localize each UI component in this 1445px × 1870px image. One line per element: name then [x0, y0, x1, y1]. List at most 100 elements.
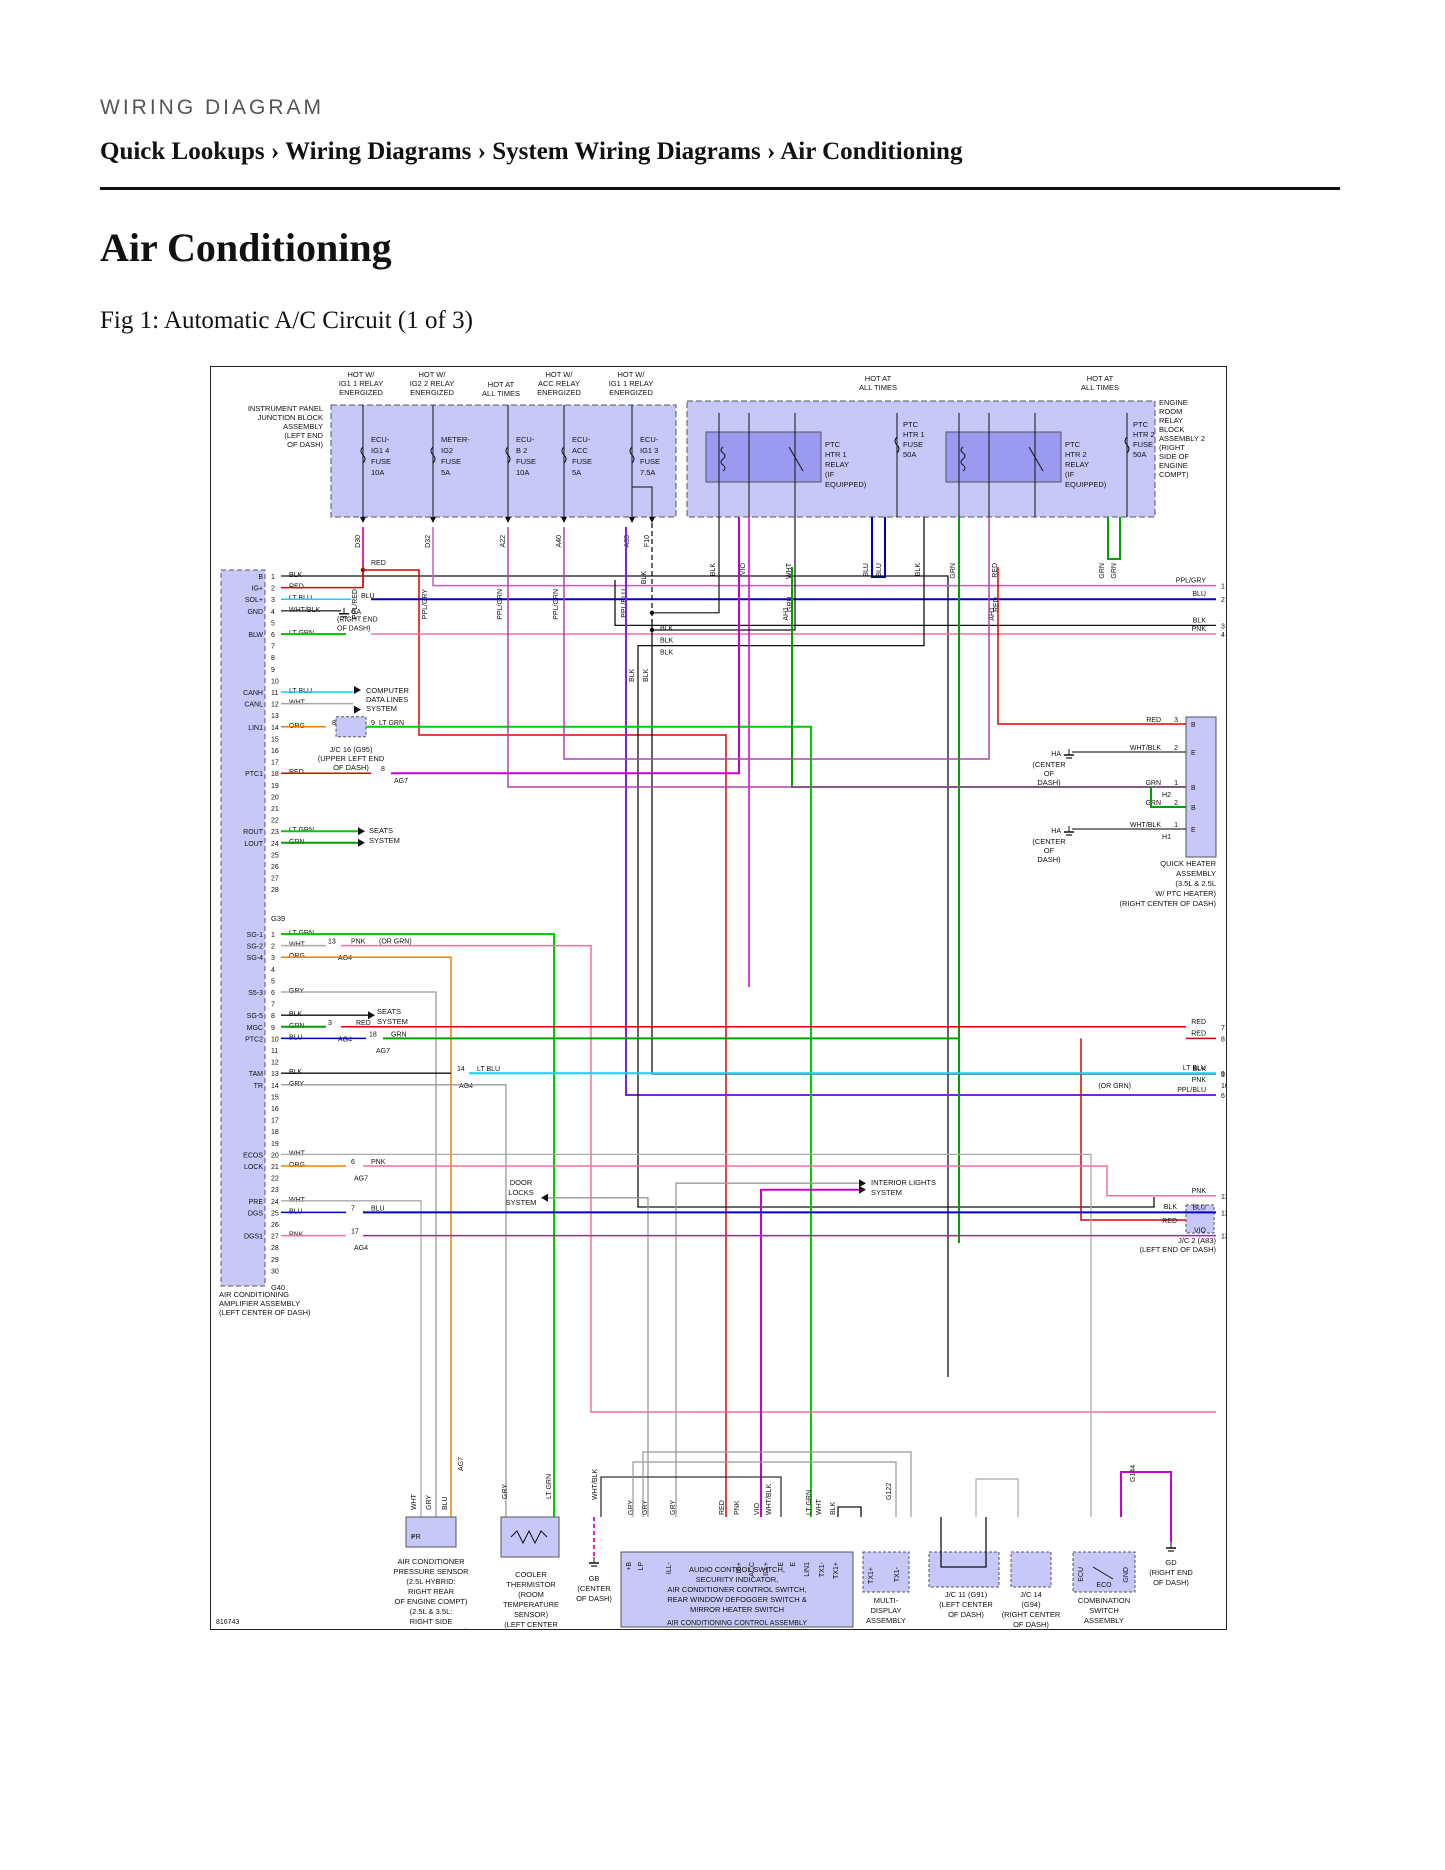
ground-location: (CENTER — [1032, 760, 1066, 769]
amplifier-pin-name: CANL — [244, 702, 263, 709]
amplifier-pin-number: 9 — [271, 1025, 275, 1032]
pin-name: GND — [1123, 1567, 1130, 1583]
amplifier-pin-name: MGC — [247, 1025, 263, 1032]
connector-pin — [629, 517, 635, 523]
breadcrumb-separator: › — [767, 138, 776, 165]
amplifier-pin-number: 3 — [271, 955, 275, 962]
connector-pin — [505, 517, 511, 523]
component-label: (2.5L & 3.5L: — [410, 1607, 453, 1616]
amplifier-pin-number: 29 — [271, 1257, 279, 1264]
wire-note: (OR GRN) — [1098, 1083, 1131, 1090]
arrow-head — [859, 1179, 866, 1188]
relay-label: (IF — [1065, 470, 1075, 479]
connector-pin — [649, 517, 655, 523]
pin-name: B — [1191, 722, 1196, 729]
amplifier-pin-number: 6 — [271, 990, 275, 997]
wire-color-label: RED — [1162, 1218, 1177, 1225]
amplifier-pin-name: TAM — [249, 1071, 263, 1078]
amplifier-pin-number: 21 — [271, 806, 279, 813]
amplifier-pin-number: 8 — [271, 655, 275, 662]
junction-label: (RIGHT CENTER — [1002, 1610, 1061, 1619]
audio-pin-name: ILL+ — [763, 1562, 770, 1576]
breadcrumb-item-wiring-diagrams[interactable]: Wiring Diagrams — [285, 138, 472, 165]
pin-name: ECO — [1096, 1582, 1112, 1589]
wire-color-label: RED — [356, 1020, 371, 1027]
splice-label: AH1 — [989, 607, 996, 621]
wire-blk-relay — [652, 517, 720, 614]
amplifier-pin-number: 10 — [271, 678, 279, 685]
audio-pin-name: IG+ — [736, 1562, 743, 1573]
sensor-pin-name: - — [411, 1534, 414, 1541]
multi-display — [862, 1551, 910, 1593]
breadcrumb-item-system-wiring-diagrams[interactable]: System Wiring Diagrams — [492, 138, 761, 165]
pin-label: A22 — [500, 535, 507, 548]
amplifier-pin-name: LOUT — [244, 841, 263, 848]
wire-color-label: PPL/BLU — [621, 589, 628, 618]
amplifier-label: (LEFT CENTER OF DASH) — [219, 1308, 311, 1317]
amplifier-pin-number: 26 — [271, 864, 279, 871]
system-reference: SEATS — [377, 1007, 401, 1016]
wire-color-label: BLU — [863, 563, 870, 577]
junction-block-label: INSTRUMENT PANEL — [248, 404, 323, 413]
component-label: REAR WINDOW DEFOGGER SWITCH & — [667, 1595, 807, 1604]
pin-label: 17 — [351, 1229, 359, 1236]
relay-label: EQUIPPED) — [825, 480, 867, 489]
fuse-label: HTR 2 — [1133, 430, 1155, 439]
inline-connector: AG7 — [354, 1176, 368, 1183]
component-label: DISPLAY — [870, 1606, 901, 1615]
jc14-junction — [1010, 1551, 1052, 1588]
page-connector-number: 13 — [1221, 1234, 1226, 1241]
amplifier-pin-name: PTC2 — [245, 1036, 263, 1043]
junction-label: J/C 14 — [1020, 1590, 1042, 1599]
pin-label: 14 — [457, 1066, 465, 1073]
fuse-icon — [629, 446, 635, 464]
ground-location: OF — [1044, 846, 1055, 855]
power-source-label: ENERGIZED — [339, 388, 383, 397]
amplifier-pin-number: 1 — [271, 932, 275, 939]
inline-connector: AG7 — [394, 778, 408, 785]
system-reference: SYSTEM — [366, 704, 397, 713]
fuse-label: FUSE — [371, 457, 391, 466]
inline-connector: AG4 — [338, 1036, 352, 1043]
arrow-head — [358, 838, 365, 847]
relay-block-label: (RIGHT — [1159, 443, 1185, 452]
connector-label: G122 — [886, 1483, 893, 1500]
component-label: (LEFT CENTER — [504, 1620, 558, 1629]
figure-id: 816743 — [216, 1619, 239, 1626]
cooler-thermistor — [500, 1516, 560, 1558]
amplifier-pin-number: 18 — [271, 1129, 279, 1136]
component-label: QUICK HEATER — [1160, 859, 1216, 868]
fuse-label: 50A — [903, 450, 916, 459]
page-connector-number: 9 — [1221, 1071, 1225, 1078]
breadcrumb-item-air-conditioning[interactable]: Air Conditioning — [780, 138, 963, 165]
figure-caption: Fig 1: Automatic A/C Circuit (1 of 3) — [100, 307, 473, 334]
breadcrumb-item-quick-lookups[interactable]: Quick Lookups — [100, 138, 265, 165]
component-label: OF ENGINE COMPT) — [395, 1627, 468, 1629]
wire-color-label: WHT/BLK — [592, 1469, 599, 1500]
component-label: (ROOM — [518, 1590, 544, 1599]
pin-label: A35 — [624, 535, 631, 548]
wire-note: (OR GRN) — [379, 939, 412, 946]
amplifier-pin-name: SG-1 — [247, 932, 263, 939]
ground-label: GD — [1165, 1558, 1177, 1567]
amplifier-pin-number: 5 — [271, 978, 275, 985]
relay-block-label: ENGINE — [1159, 461, 1188, 470]
page-connector-number: 7 — [1221, 1025, 1225, 1032]
fuse-label: FUSE — [1133, 440, 1153, 449]
wire-color-label: BLU — [876, 563, 883, 577]
breadcrumb-separator: › — [477, 138, 486, 165]
arrow-head — [354, 705, 361, 714]
power-source-label: IG2 2 RELAY — [410, 379, 454, 388]
wire-color-label: GRY — [642, 1500, 649, 1515]
fuse-label: FUSE — [441, 457, 461, 466]
amplifier-pin-number: 28 — [271, 1245, 279, 1252]
assembly-label: AIR CONDITIONING CONTROL ASSEMBLY — [667, 1620, 807, 1627]
wire-s53 — [281, 991, 437, 1517]
ground-label: (RIGHT END — [1149, 1568, 1193, 1577]
amplifier-pin-name: S5-3 — [248, 990, 263, 997]
junction-label: (LEFT CENTER — [939, 1600, 993, 1609]
wire-ppl-blu-right-6 — [625, 527, 1216, 1096]
wire-color-label: GRY — [628, 1500, 635, 1515]
wire-sg1 — [281, 933, 555, 1517]
audio-pin-name: +B — [626, 1562, 633, 1571]
